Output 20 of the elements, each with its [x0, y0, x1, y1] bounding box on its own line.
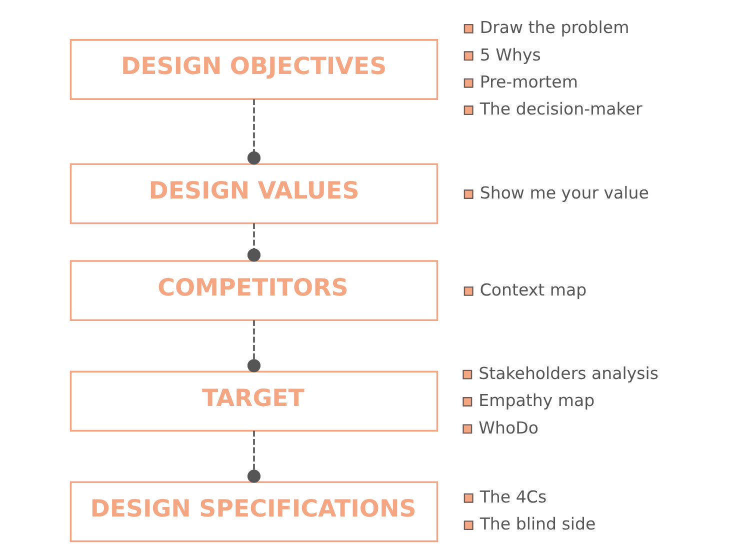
- node-label: The 4Cs: [480, 487, 547, 506]
- node-box: DESIGN SPECIFICATIONS: [70, 481, 438, 542]
- node-box: COMPETITORS: [70, 260, 438, 322]
- node-box: DESIGN VALUES: [70, 163, 438, 224]
- node-label: The blind side: [480, 514, 596, 534]
- connector: [247, 99, 261, 165]
- node-label: Draw the problem: [480, 18, 630, 38]
- connector: [247, 430, 261, 483]
- connector: [247, 320, 261, 372]
- connector: [247, 223, 261, 262]
- node-box: TARGET: [70, 370, 438, 432]
- node-label: 5 Whys: [480, 45, 541, 64]
- node-label: Stakeholders analysis: [478, 364, 659, 383]
- node-label: WhoDo: [478, 418, 538, 438]
- node-label: Show me your value: [480, 184, 649, 203]
- node-box: DESIGN OBJECTIVES: [70, 39, 438, 100]
- node-label: The decision-maker: [480, 100, 642, 119]
- node-label: Pre-mortem: [480, 72, 578, 92]
- node-label: Empathy map: [478, 391, 595, 410]
- node-label: Context map: [480, 280, 587, 300]
